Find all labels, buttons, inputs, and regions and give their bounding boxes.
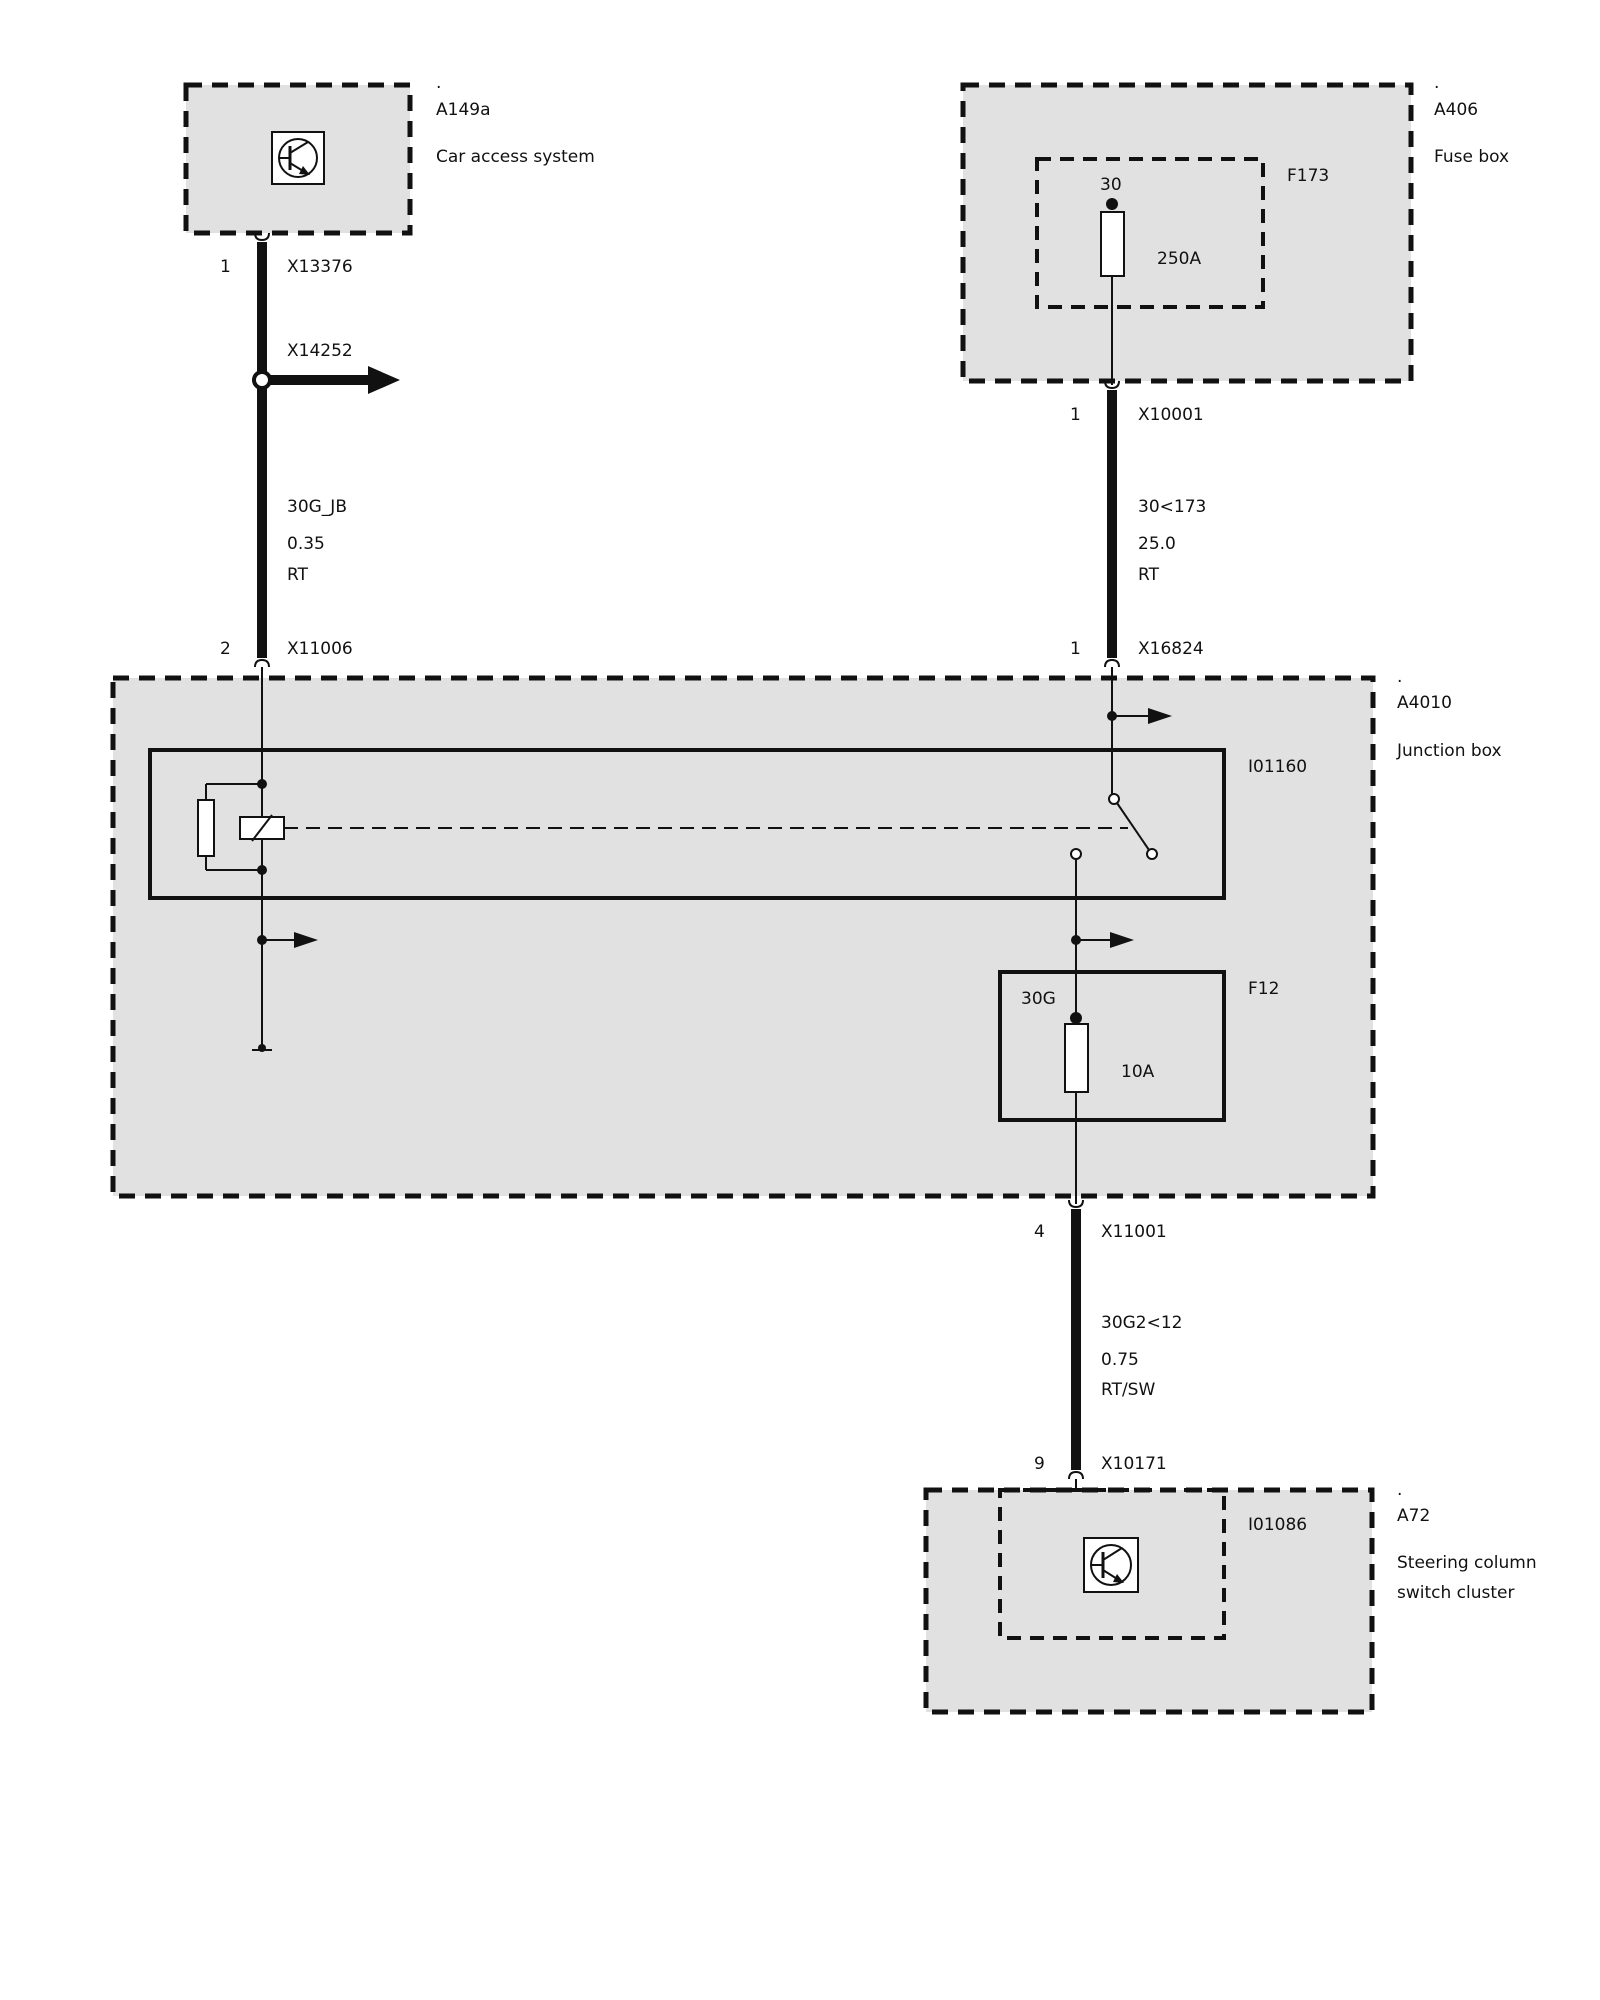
a72-id: A72 — [1397, 1506, 1430, 1526]
f173-rating: 250A — [1157, 249, 1201, 269]
i01086-id: I01086 — [1248, 1515, 1307, 1535]
f12-terminal-dot — [1070, 1012, 1082, 1024]
a406-box — [960, 82, 1414, 384]
x14252-arrow — [368, 366, 400, 394]
f173-id: F173 — [1287, 166, 1329, 186]
wire-bottom-signal: 30G2<12 — [1101, 1313, 1183, 1333]
x13376-pin: 1 — [220, 257, 231, 277]
f12-terminal: 30G — [1021, 989, 1056, 1009]
a406-dot: . — [1434, 73, 1439, 93]
f12-rating: 10A — [1121, 1062, 1155, 1082]
a72-name-line1: Steering column — [1397, 1553, 1537, 1573]
f12-id: F12 — [1248, 979, 1279, 999]
transistor-symbol-a72 — [1083, 1537, 1139, 1593]
branch-arrow-left — [294, 932, 318, 948]
x10171-id: X10171 — [1101, 1454, 1167, 1474]
component-a4010: . A4010 Junction box I01160 F12 30G 10A — [110, 667, 1502, 1199]
a149a-name: Car access system — [436, 147, 595, 167]
x11006-id: X11006 — [287, 639, 353, 659]
x16824-id: X16824 — [1138, 639, 1204, 659]
a4010-name: Junction box — [1396, 741, 1502, 761]
wire-right: 1 X10001 30<173 25.0 RT 1 X16824 — [1070, 276, 1206, 668]
a4010-id: A4010 — [1397, 693, 1452, 713]
branch-arrow-right-mid — [1110, 932, 1134, 948]
component-a149a: . A149a Car access system — [183, 73, 595, 236]
x16824-pin: 1 — [1070, 639, 1081, 659]
x10001-pin: 1 — [1070, 405, 1081, 425]
x10001-id: X10001 — [1138, 405, 1204, 425]
switch-contact-right — [1146, 848, 1158, 860]
branch-arrow-right-top — [1148, 708, 1172, 724]
x13376-id: X13376 — [287, 257, 353, 277]
f173-box — [1035, 157, 1265, 309]
wire-left-gauge: 0.35 — [287, 534, 325, 554]
a149a-id: A149a — [436, 100, 491, 120]
wire-right-signal: 30<173 — [1138, 497, 1206, 517]
wire-left-signal: 30G_JB — [287, 497, 347, 517]
wire-left-color: RT — [287, 565, 309, 585]
a406-id: A406 — [1434, 100, 1478, 120]
switch-contact-top — [1108, 793, 1120, 805]
ground-dot — [258, 1044, 266, 1052]
transistor-symbol-a149a — [271, 131, 325, 185]
a149a-dot: . — [436, 73, 441, 93]
i01086-box — [998, 1488, 1226, 1640]
junction-internal-wiring — [197, 667, 1172, 1204]
a72-name-line2: switch cluster — [1397, 1583, 1515, 1603]
x14252-id: X14252 — [287, 341, 353, 361]
wire-bottom-gauge: 0.75 — [1101, 1350, 1139, 1370]
f173-terminal-dot — [1106, 198, 1118, 210]
a406-name: Fuse box — [1434, 147, 1509, 167]
wire-right-color: RT — [1138, 565, 1160, 585]
x11006-pin: 2 — [220, 639, 231, 659]
relay-i01160-box — [148, 748, 1226, 900]
component-a72: I01086 . A72 Steering column switch clus… — [923, 1480, 1537, 1715]
wire-right-gauge: 25.0 — [1138, 534, 1176, 554]
component-a406: . A406 Fuse box F173 30 250A — [960, 73, 1509, 384]
x14252-splice — [252, 370, 272, 390]
relay-resistor — [197, 799, 215, 857]
wire-bottom-color: RT/SW — [1101, 1380, 1155, 1400]
a4010-dot: . — [1397, 667, 1402, 687]
switch-contact-left — [1070, 848, 1082, 860]
f173-terminal: 30 — [1100, 175, 1122, 195]
wire-left: 1 X13376 X14252 30G_JB 0.35 RT 2 X11006 — [220, 232, 400, 668]
wire-bottom: 4 X11001 30G2<12 0.75 RT/SW 9 X10171 — [1034, 1199, 1183, 1490]
f12-fuse-symbol — [1064, 1023, 1089, 1093]
x11001-id: X11001 — [1101, 1222, 1167, 1242]
x10171-pin: 9 — [1034, 1454, 1045, 1474]
a4010-box — [110, 675, 1376, 1199]
a72-dot: . — [1397, 1480, 1402, 1500]
f12-box — [998, 970, 1226, 1122]
x11001-pin: 4 — [1034, 1222, 1045, 1242]
f173-fuse-symbol — [1100, 211, 1125, 277]
i01160-id: I01160 — [1248, 757, 1307, 777]
